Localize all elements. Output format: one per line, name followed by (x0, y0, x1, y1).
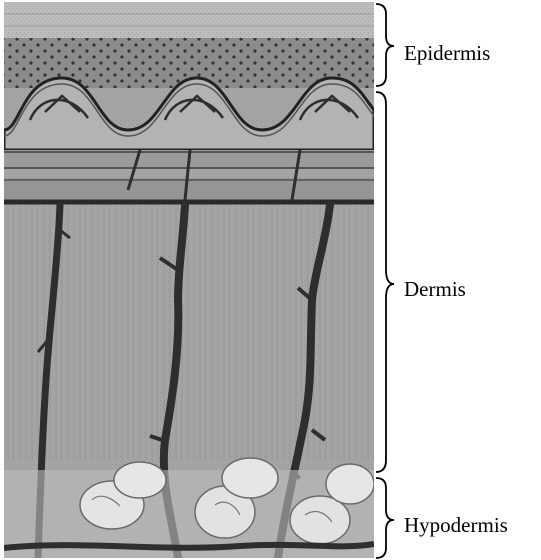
dermis-label: Dermis (404, 277, 466, 301)
epidermis-label: Epidermis (404, 41, 490, 65)
epidermis-bracket (376, 4, 394, 86)
hypodermis-label: Hypodermis (404, 513, 508, 537)
hypodermis-bracket (376, 478, 394, 558)
dermal-papillae (4, 78, 374, 150)
dermis-bracket (376, 92, 394, 472)
skin-cross-section (4, 2, 374, 558)
